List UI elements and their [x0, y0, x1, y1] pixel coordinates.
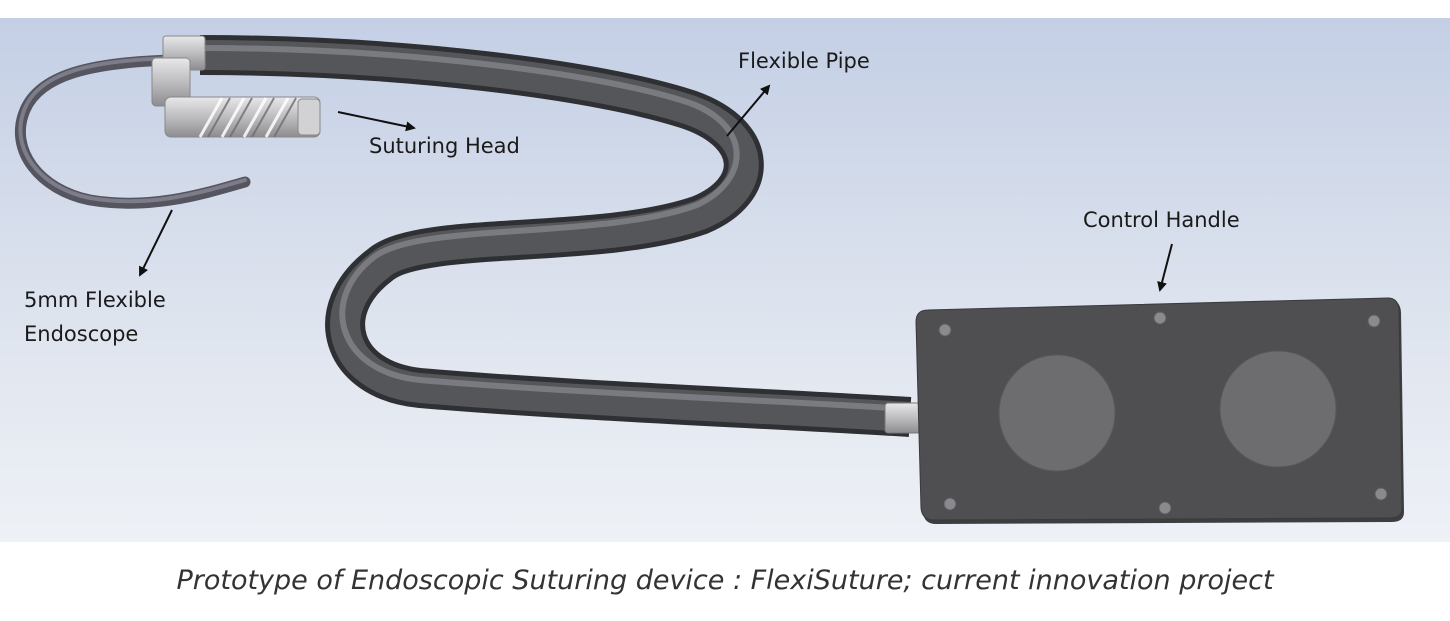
arrow-icon — [139, 209, 173, 277]
handle-button-left — [998, 354, 1116, 472]
suturing-head-icon — [151, 35, 321, 138]
label-endoscope-line2: Endoscope — [24, 322, 139, 346]
label-endoscope: 5mm Flexible Endoscope — [24, 283, 224, 351]
label-endoscope-line1: 5mm Flexible — [24, 288, 166, 312]
arrow-icon — [726, 84, 771, 137]
arrow-icon — [1157, 243, 1173, 292]
handle-connector — [884, 402, 921, 434]
flexible-pipe — [197, 35, 913, 437]
label-control-handle: Control Handle — [1083, 208, 1240, 232]
endoscope-tube — [15, 54, 251, 209]
control-handle-icon — [915, 297, 1404, 524]
label-suturing-head: Suturing Head — [369, 134, 520, 158]
arrow-icon — [337, 111, 416, 132]
device-illustration — [0, 18, 1450, 542]
handle-button-right — [1219, 350, 1337, 468]
label-flexible-pipe: Flexible Pipe — [738, 49, 870, 73]
figure-caption: Prototype of Endoscopic Suturing device … — [176, 565, 1274, 596]
